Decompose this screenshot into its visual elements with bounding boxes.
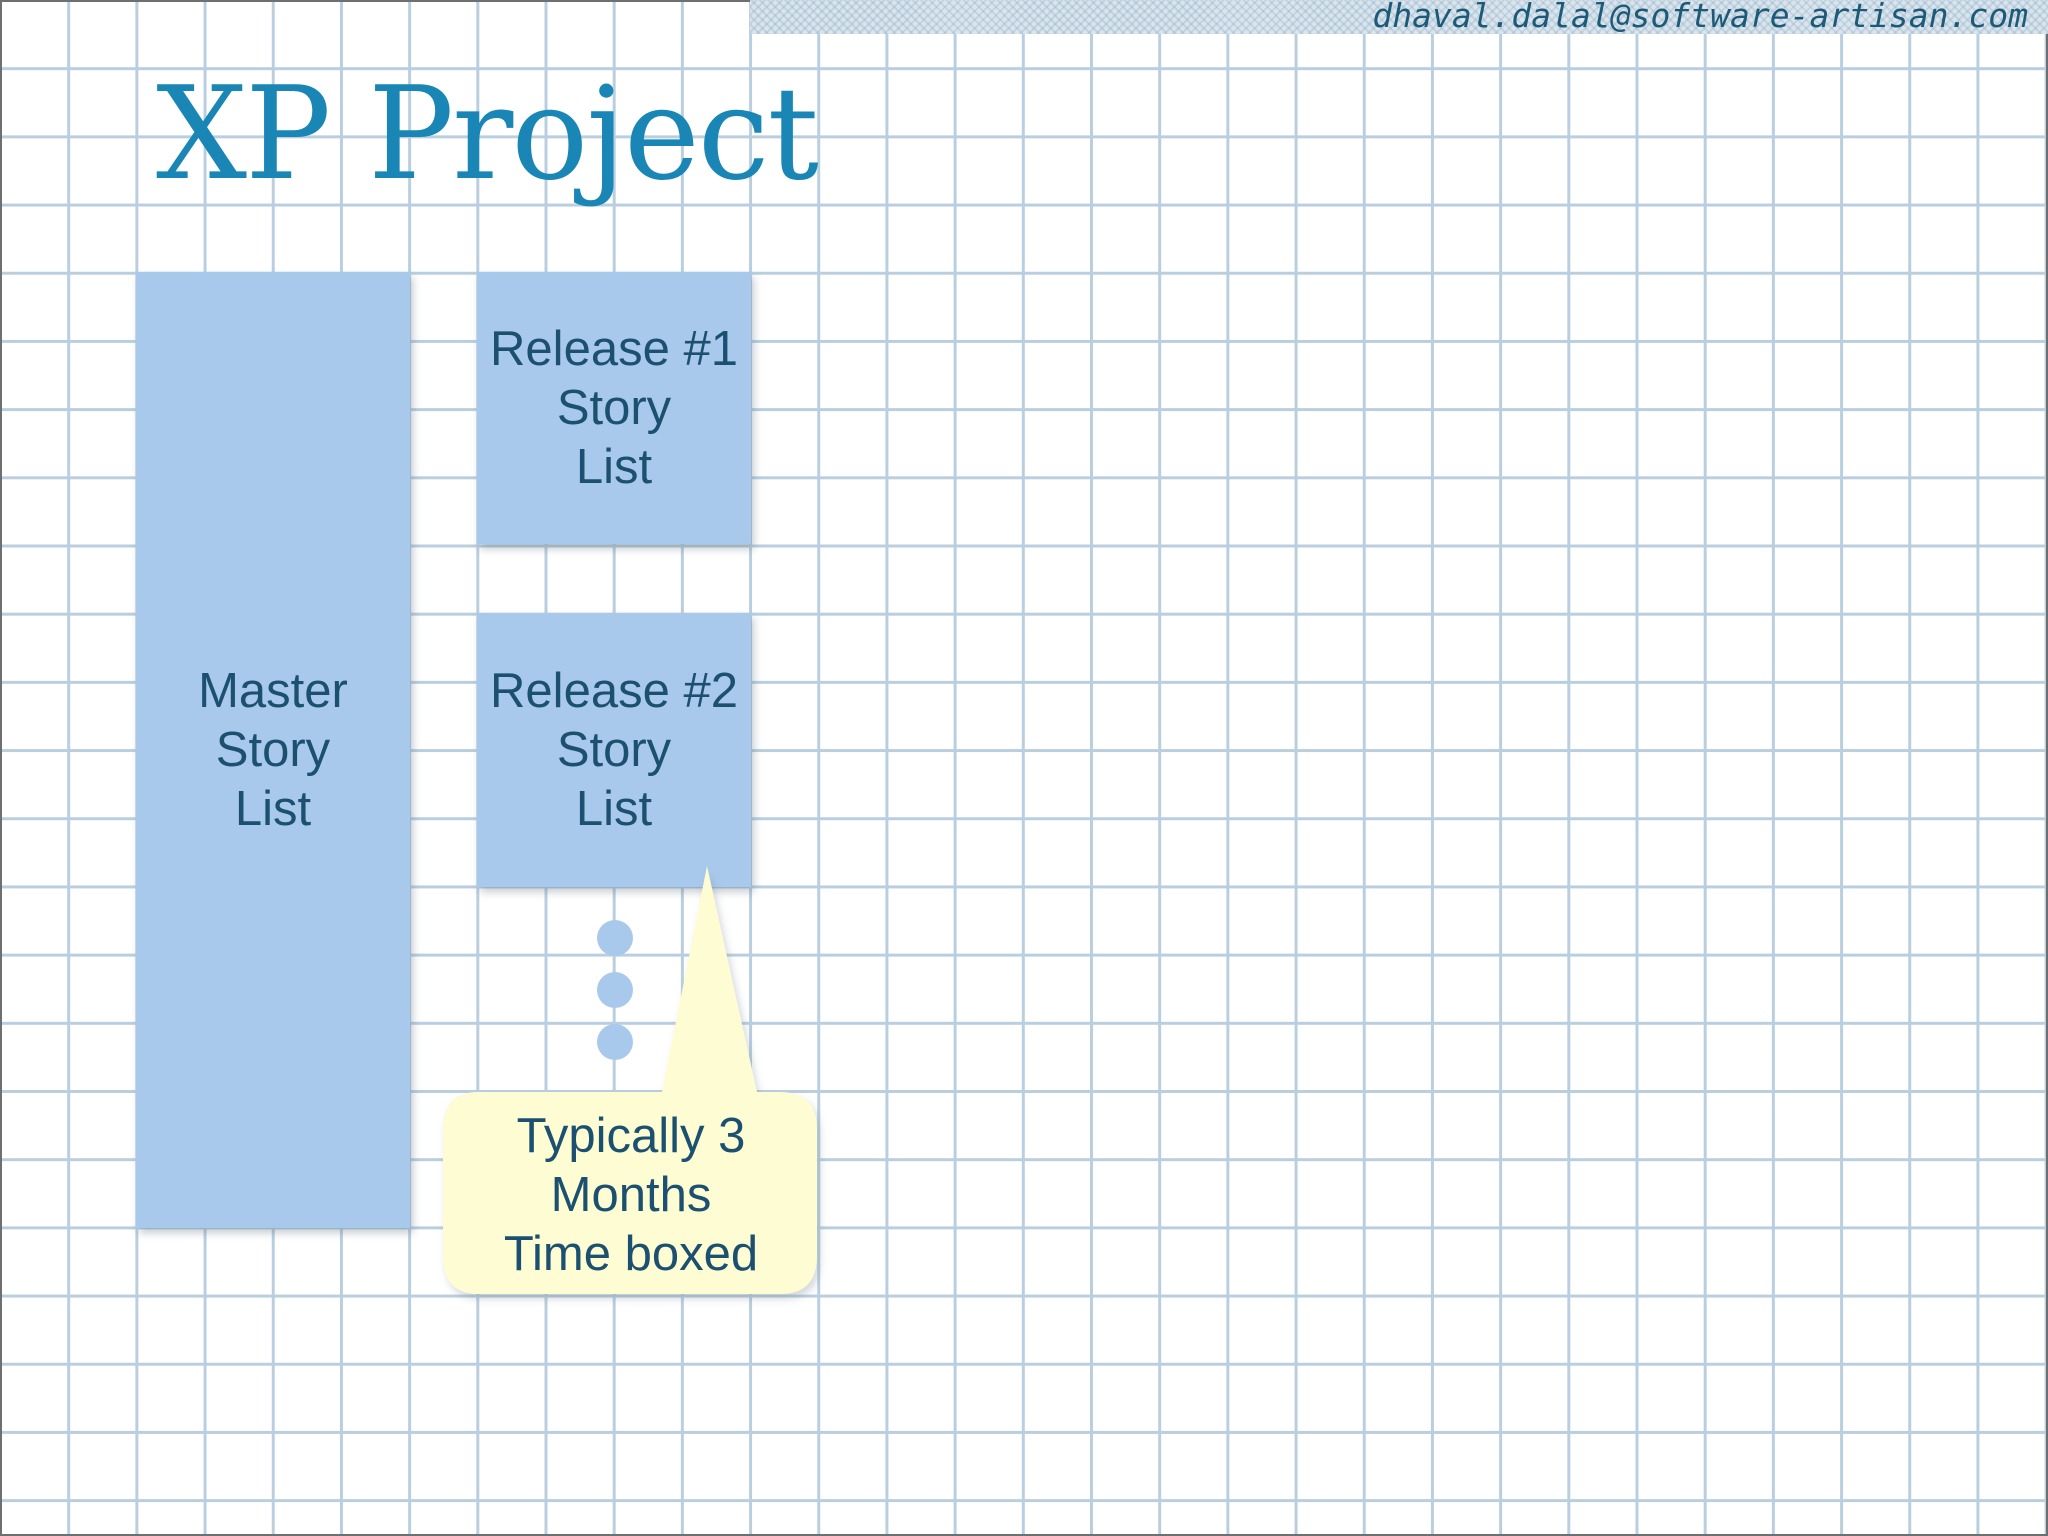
callout-text-box: Typically 3 Months Time boxed [445,1100,817,1290]
release-2-story-list-label: Release #2 Story List [490,663,738,836]
callout-label: Typically 3 Months Time boxed [503,1108,759,1281]
slide-title: XP Project [156,60,819,209]
header-strip: dhaval.dalal@software-artisan.com [750,0,2048,35]
release-1-story-list-label: Release #1 Story List [490,321,738,494]
release-2-story-list-box: Release #2 Story List [477,613,751,887]
ellipsis-dot-3 [597,1024,633,1060]
master-story-list-box: Master Story List [136,272,410,1228]
ellipsis-dot-1 [597,920,633,956]
author-email: dhaval.dalal@software-artisan.com [1372,0,2028,35]
master-story-list-label: Master Story List [198,663,348,836]
release-1-story-list-box: Release #1 Story List [477,272,751,544]
ellipsis-dot-2 [597,972,633,1008]
